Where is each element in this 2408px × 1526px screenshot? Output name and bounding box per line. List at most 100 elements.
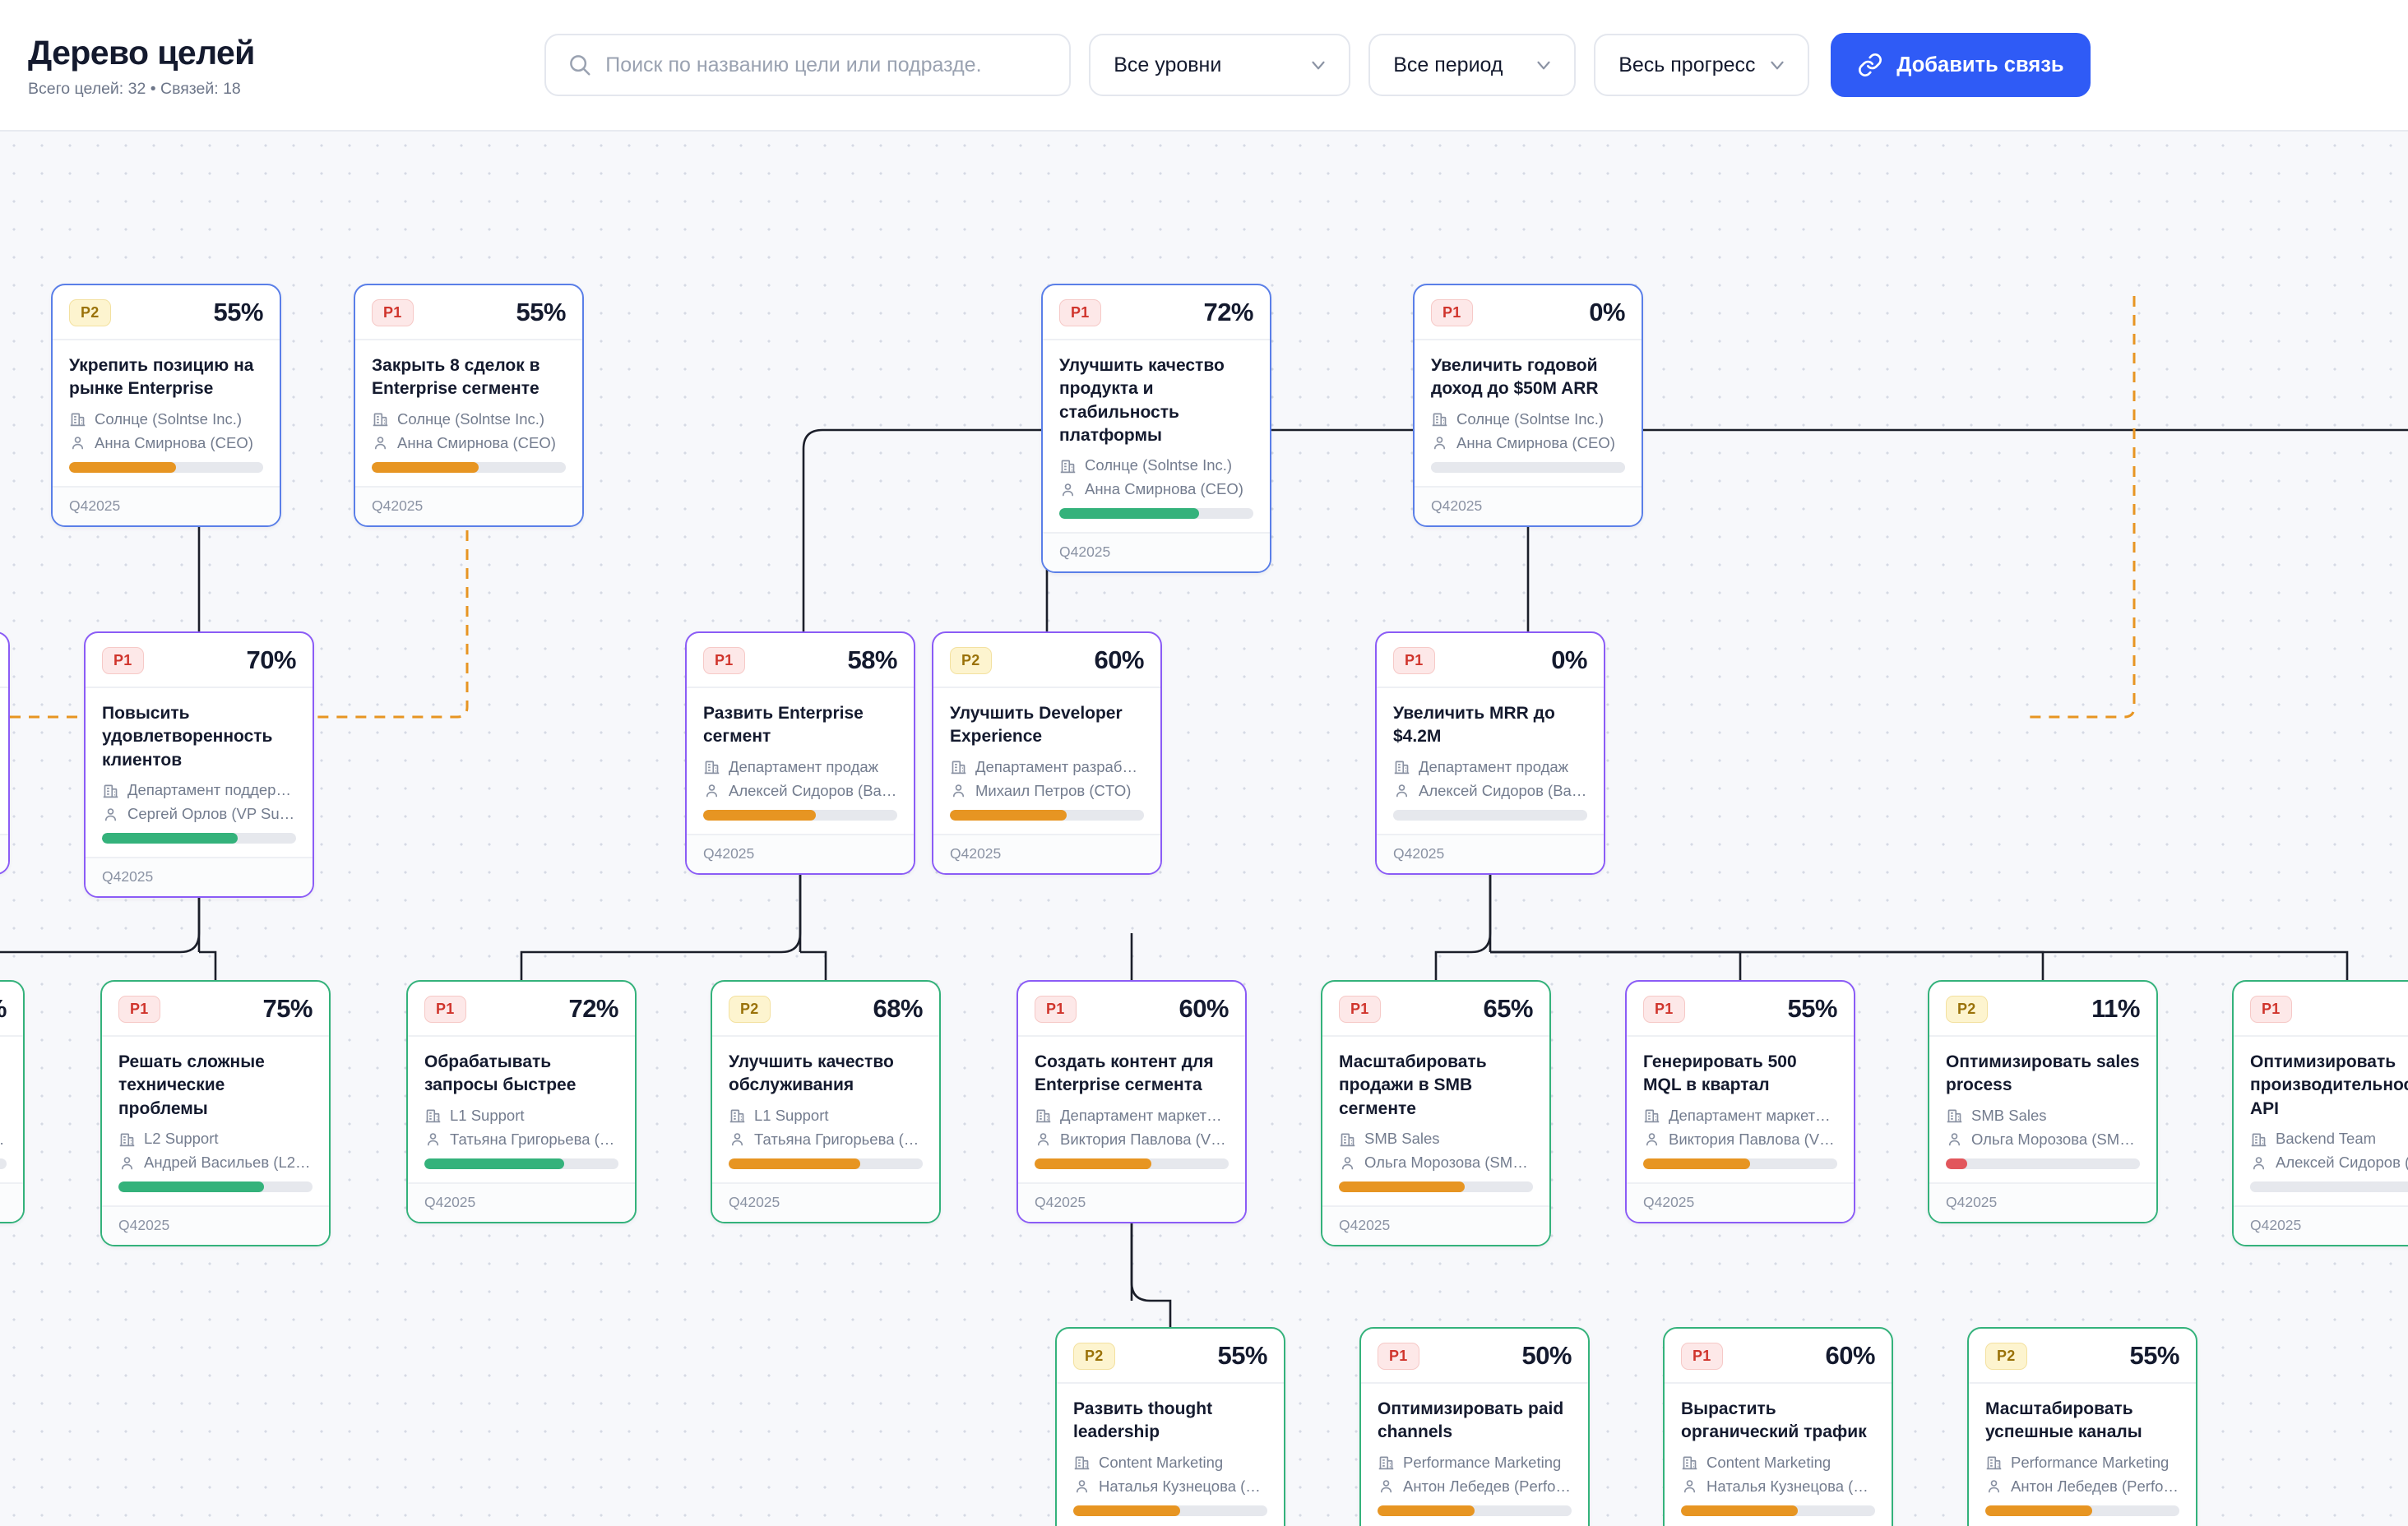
- goal-org-row: Content Marketing: [1681, 1454, 1875, 1472]
- goal-org-row: Солнце (Solntse Inc.): [1431, 410, 1625, 428]
- person-icon: [703, 782, 720, 799]
- add-link-button[interactable]: Добавить связь: [1831, 33, 2091, 97]
- progress-bar-fill: [2250, 1181, 2408, 1193]
- goal-title: Увеличить годовой доход до $50M ARR: [1431, 356, 1599, 399]
- person-icon: [1059, 481, 1077, 498]
- progress-bar: [424, 1158, 618, 1169]
- goal-owner-row: Анна Смирнова (CEO): [1431, 434, 1625, 452]
- progress-percent: 70%: [246, 645, 296, 674]
- search-box[interactable]: [544, 34, 1072, 96]
- chevron-down-icon: [1308, 54, 1329, 76]
- goal-card[interactable]: P10%Оптимизировать производительность AP…: [2232, 980, 2408, 1247]
- goal-org: SMB Sales: [1364, 1130, 1440, 1148]
- goal-owner: Антон Лебедев (Performance Marketi…: [1403, 1477, 1572, 1495]
- progress-bar-fill: [950, 809, 1067, 821]
- goal-owner-row: Сергей Орлов (VP Support): [102, 805, 296, 823]
- goal-owner: Ольга Морозова (SMB Sales Lead): [1364, 1154, 1533, 1172]
- priority-badge: P2: [1946, 995, 1988, 1023]
- progress-bar-fill: [1946, 1158, 1967, 1169]
- goal-title: Решать сложные технические проблемы: [118, 1052, 265, 1118]
- priority-badge: P1: [1393, 646, 1435, 674]
- goal-title: Оптимизировать paid channels: [1378, 1399, 1564, 1442]
- progress-bar: [1073, 1505, 1267, 1516]
- progress-percent: 72%: [1203, 298, 1253, 326]
- filter-levels-select[interactable]: Все уровни: [1089, 34, 1351, 96]
- goal-org: L2 Support: [144, 1130, 219, 1148]
- goal-owner: Анна Смирнова (CEO): [95, 433, 253, 451]
- page-title: Дерево целей: [28, 34, 255, 72]
- progress-bar: [1339, 1181, 1533, 1193]
- progress-bar: [1431, 461, 1625, 473]
- goal-org: Content Marketing: [1706, 1453, 1831, 1471]
- goal-title: Масштабировать успешные каналы: [1985, 1399, 2142, 1442]
- goal-org: Backend Team: [2276, 1130, 2377, 1148]
- filter-progress-select[interactable]: Весь прогресс: [1594, 34, 1810, 96]
- goal-org: Солнце (Solntse Inc.): [397, 409, 545, 428]
- goal-owner: Татьяна Григорьева (L1 Support Lead): [754, 1130, 923, 1148]
- goal-org: L1 Support: [450, 1106, 525, 1124]
- goal-org: L1 Support: [754, 1106, 829, 1124]
- goal-owner-row: Анна Смирнова (CEO): [372, 434, 566, 452]
- progress-percent: 55%: [1217, 1341, 1267, 1370]
- building-icon: [1643, 1107, 1660, 1124]
- filter-period-select[interactable]: Все период: [1368, 34, 1577, 96]
- goal-org-row: Performance Marketing: [1378, 1454, 1572, 1472]
- goal-quarter: Q42025: [53, 485, 280, 525]
- goal-quarter: Q42025: [102, 1205, 329, 1246]
- goal-count-summary: Всего целей: 32 • Связей: 18: [28, 79, 241, 98]
- goal-org-row: Департамент продаж: [1393, 758, 1587, 776]
- goal-org-row: SMB Sales: [1946, 1107, 2140, 1125]
- goal-card-body: Увеличить годовой доход до $50M ARR Солнц…: [1415, 340, 1642, 486]
- search-input[interactable]: [605, 35, 1049, 95]
- building-icon: [1946, 1107, 1963, 1124]
- goal-org-row: L1 Support: [729, 1107, 923, 1125]
- goal-org: Performance Marketing: [1403, 1453, 1562, 1471]
- person-icon: [1946, 1131, 1963, 1148]
- goal-quarter: Q42025: [408, 1181, 635, 1222]
- progress-bar-fill: [1059, 508, 1199, 520]
- goal-org: Performance Marketing: [2011, 1453, 2170, 1471]
- building-icon: [1393, 758, 1410, 775]
- progress-bar: [1393, 809, 1587, 821]
- progress-bar-fill: [703, 809, 816, 821]
- progress-bar: [1378, 1505, 1572, 1516]
- goal-owner-row: Наталья Кузнецова (Content Lead): [1681, 1477, 1875, 1496]
- person-icon: [118, 1154, 136, 1172]
- goal-owner: Ольга Морозова (SMB Sales Lead): [1971, 1130, 2140, 1148]
- goal-owner: Наталья Кузнецова (Content Lead): [1706, 1477, 1875, 1495]
- goal-owner: Татьяна Григорьева (L1 Support Lead): [450, 1130, 618, 1148]
- person-icon: [1035, 1131, 1052, 1148]
- goal-owner-row: Ольга Морозова (SMB Sales Lead): [1946, 1131, 2140, 1149]
